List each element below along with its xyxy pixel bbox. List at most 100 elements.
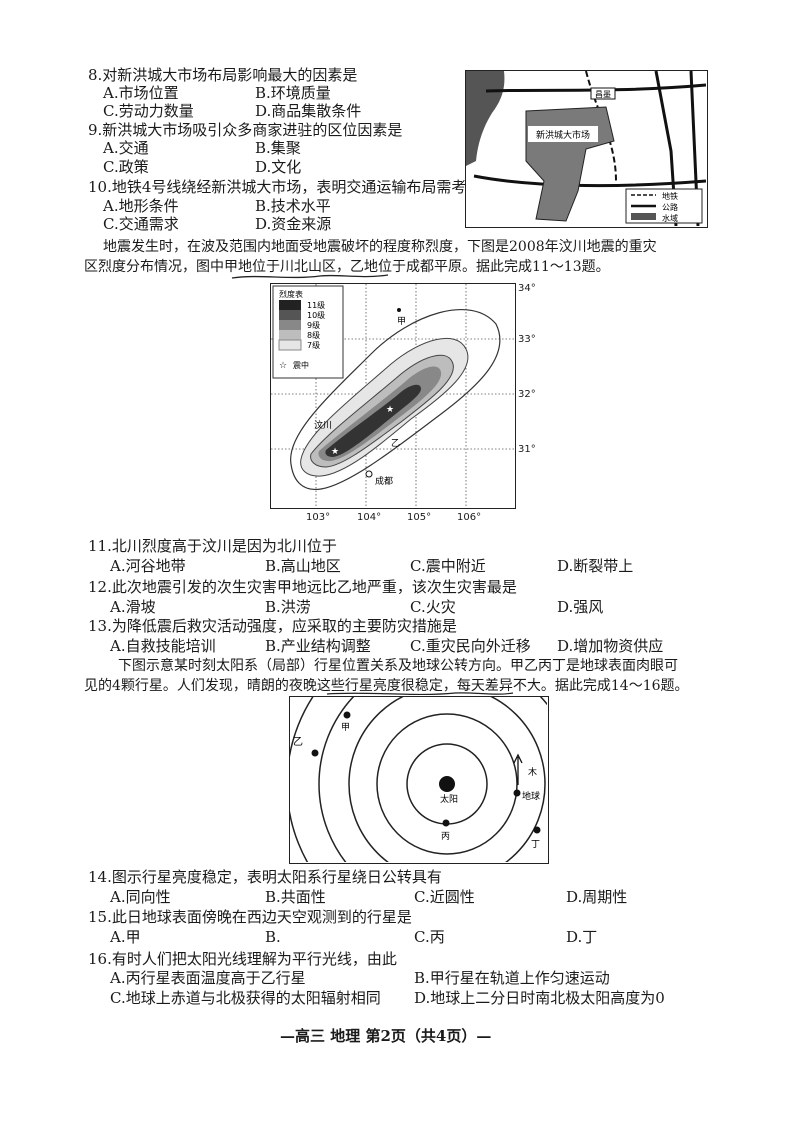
lon-105: 105° [407, 512, 432, 523]
q15-option-b: B. [265, 928, 281, 946]
sun-icon [439, 776, 455, 792]
lat-32: 32° [518, 389, 536, 400]
q10-option-b: B.技术水平 [255, 197, 331, 215]
quake-legend-title: 烈度表 [279, 289, 303, 299]
q12-option-a: A.滑坡 [110, 598, 156, 616]
place-yi: 乙 [391, 438, 400, 449]
q11-stem: 11.北川烈度高于汶川是因为北川位于 [88, 537, 337, 555]
q12-option-b: B.洪涝 [265, 598, 311, 616]
q11-option-c: C.震中附近 [410, 557, 486, 575]
legend-water: 水域 [662, 213, 678, 223]
q8-option-c: C.劳动力数量 [103, 102, 194, 120]
market-map-graphic: 新洪城大市场 昌墨 地铁 公路 水域 [466, 70, 707, 227]
q11-option-a: A.河谷地带 [110, 557, 186, 575]
q14-stem: 14.图示行星亮度稳定，表明太阳系行星绕日公转具有 [88, 868, 442, 886]
planet-jia-icon [343, 711, 351, 719]
q9-option-a: A.交通 [103, 139, 149, 157]
q13-stem: 13.为降低震后救灾活动强度，应采取的主要防灾措施是 [88, 617, 457, 635]
handwritten-underline [231, 274, 389, 279]
arrow-note: 木 [528, 766, 537, 778]
quake-intensity-map: 烈度表 11级 10级 9级 8级 7级 ☆ 震中 甲 ★ ★ 汶川 乙 成都 [270, 283, 516, 509]
q9-option-b: B.集聚 [255, 139, 301, 157]
legend-metro: 地铁 [662, 191, 678, 201]
handwritten-underline-2 [326, 692, 514, 696]
q15-option-d: D.丁 [566, 928, 598, 946]
legend-road: 公路 [662, 202, 678, 212]
q10-stem: 10.地铁4号线绕经新洪城大市场，表明交通运输布局需考虑 [88, 178, 482, 196]
place-wenchuan: 汶川 [314, 419, 332, 431]
svg-text:★: ★ [331, 447, 339, 457]
legend-epicenter: 震中 [293, 360, 309, 370]
q14-option-d: D.周期性 [566, 888, 628, 906]
q15-stem: 15.此日地球表面傍晚在西边天空观测到的行星是 [88, 908, 412, 926]
epicenter-star-icon: ☆ [279, 361, 287, 371]
market-label: 新洪城大市场 [536, 129, 590, 141]
earth-icon [513, 789, 521, 797]
q8-option-a: A.市场位置 [103, 84, 179, 102]
lat-33: 33° [518, 334, 536, 345]
legend-level-9: 9级 [307, 320, 320, 330]
orbit [290, 697, 314, 862]
svg-text:★: ★ [386, 405, 394, 415]
legend-level-7: 7级 [307, 340, 320, 350]
q14-option-c: C.近圆性 [414, 888, 475, 906]
quake-intro-line1: 地震发生时，在波及范围内地面受地震破坏的程度称烈度，下图是2008年汶川地震的重… [103, 239, 657, 255]
q10-option-a: A.地形条件 [103, 197, 179, 215]
q13-option-d: D.增加物资供应 [557, 637, 664, 655]
solar-system-graphic: 太阳 丙 地球 木 丁 甲 乙 [290, 697, 547, 862]
road [485, 83, 707, 93]
planet-bing-icon [442, 819, 450, 827]
orbit [318, 697, 547, 862]
q9-option-c: C.政策 [103, 158, 149, 176]
q15-option-c: C.丙 [414, 928, 445, 946]
place-jia: 甲 [397, 316, 406, 327]
q11-option-d: D.断裂带上 [557, 557, 634, 575]
q12-option-d: D.强风 [557, 598, 604, 616]
orbit [376, 713, 518, 855]
q13-option-c: C.重灾民向外迁移 [410, 637, 531, 655]
legend-level-11: 11级 [307, 300, 325, 310]
lon-106: 106° [457, 512, 482, 523]
q8-option-b: B.环境质量 [255, 84, 331, 102]
q13-option-b: B.产业结构调整 [265, 637, 371, 655]
q10-option-c: C.交通需求 [103, 215, 179, 233]
earth-label: 地球 [522, 790, 540, 802]
planet-ding-icon [533, 826, 541, 834]
orbit [348, 697, 546, 862]
q14-option-a: A.同向性 [110, 888, 171, 906]
market-map: 新洪城大市场 昌墨 地铁 公路 水域 [465, 70, 708, 228]
quake-intro-line2: 区烈度分布情况，图中甲地位于川北山区，乙地位于成都平原。据此完成11～13题。 [84, 259, 610, 275]
planet-ding-label: 丁 [531, 840, 540, 850]
q13-option-a: A.自救技能培训 [110, 637, 216, 655]
planet-bing-label: 丙 [441, 831, 450, 842]
q8-option-d: D.商品集散条件 [255, 102, 362, 120]
q15-option-a: A.甲 [110, 928, 141, 946]
q8-stem: 8.对新洪城大市场布局影响最大的因素是 [88, 66, 358, 84]
planet-yi-label: 乙 [293, 736, 303, 748]
planet-jia-label: 甲 [341, 722, 350, 733]
road [473, 174, 707, 188]
planet-yi-icon [311, 749, 319, 757]
lat-34: 34° [518, 283, 536, 294]
q12-option-c: C.火灾 [410, 598, 456, 616]
q16-stem: 16.有时人们把太阳光线理解为平行光线，由此 [88, 950, 397, 968]
q16-option-c: C.地球上赤道与北极获得的太阳辐射相同 [110, 989, 381, 1007]
place-chengdu: 成都 [375, 475, 393, 487]
water-body [466, 71, 505, 166]
sun-label: 太阳 [440, 793, 458, 805]
q9-option-d: D.文化 [255, 158, 302, 176]
q11-option-b: B.高山地区 [265, 557, 341, 575]
q10-option-d: D.资金来源 [255, 215, 332, 233]
q16-option-b: B.甲行星在轨道上作匀速运动 [414, 969, 610, 987]
page-footer: —高三 地理 第2页（共4页）— [280, 1027, 492, 1045]
market-area [525, 106, 615, 222]
quake-map-graphic: 烈度表 11级 10级 9级 8级 7级 ☆ 震中 甲 ★ ★ 汶川 乙 成都 [271, 284, 514, 507]
legend-level-8: 8级 [307, 330, 320, 340]
q9-stem: 9.新洪城大市场吸引众多商家进驻的区位因素是 [88, 121, 403, 139]
q12-stem: 12.此次地震引发的次生灾害甲地远比乙地严重，该次生灾害最是 [88, 578, 517, 596]
q16-option-a: A.丙行星表面温度高于乙行星 [110, 969, 306, 987]
lon-104: 104° [357, 512, 382, 523]
lat-31: 31° [518, 444, 536, 455]
legend-level-10: 10级 [307, 310, 325, 320]
q16-option-d: D.地球上二分日时南北极太阳高度为0 [414, 989, 665, 1007]
